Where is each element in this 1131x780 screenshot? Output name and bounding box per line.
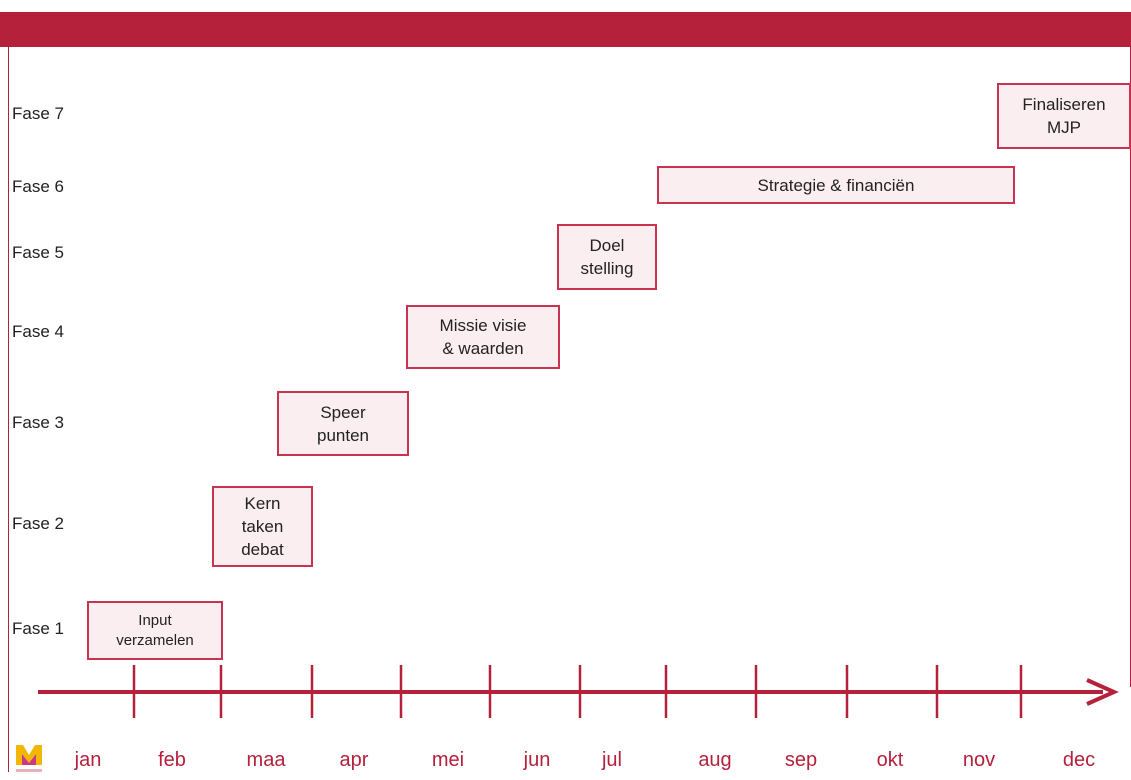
phase-label-3: Fase 3	[12, 413, 64, 432]
timeline-ticks	[132, 665, 1023, 718]
task-box-fase7: Finaliseren MJP	[997, 83, 1131, 149]
phase-label-4: Fase 4	[12, 322, 64, 341]
month-label-jun: jun	[523, 749, 551, 771]
phase-label-5: Fase 5	[12, 243, 64, 262]
month-label-jan: jan	[74, 749, 102, 771]
task-box-fase3: Speer punten	[277, 391, 409, 456]
month-label-aug: aug	[698, 749, 732, 771]
task-box-fase4: Missie visie & waarden	[406, 305, 560, 369]
task-box-fase5: Doel stelling	[557, 224, 657, 290]
task-box-fase6: Strategie & financiën	[657, 166, 1015, 204]
month-label-okt: okt	[876, 749, 904, 771]
month-label-apr: apr	[339, 749, 369, 771]
timeline-arrowhead-icon	[1086, 678, 1119, 706]
task-box-fase1: Input verzamelen	[87, 601, 223, 660]
phase-label-6: Fase 6	[12, 177, 64, 196]
left-border-line	[8, 47, 9, 772]
municipality-logo-icon	[16, 745, 42, 772]
month-label-jul: jul	[601, 749, 622, 771]
phase-label-1: Fase 1	[12, 619, 64, 638]
month-label-sep: sep	[784, 749, 818, 771]
month-label-maa: maa	[246, 749, 286, 771]
phase-label-7: Fase 7	[12, 104, 64, 123]
phase-label-2: Fase 2	[12, 514, 64, 533]
task-box-fase2: Kern taken debat	[212, 486, 313, 567]
month-label-mei: mei	[431, 749, 465, 771]
month-label-feb: feb	[158, 749, 186, 771]
header-band	[0, 12, 1131, 47]
month-label-nov: nov	[962, 749, 996, 771]
month-label-dec: dec	[1062, 749, 1096, 771]
